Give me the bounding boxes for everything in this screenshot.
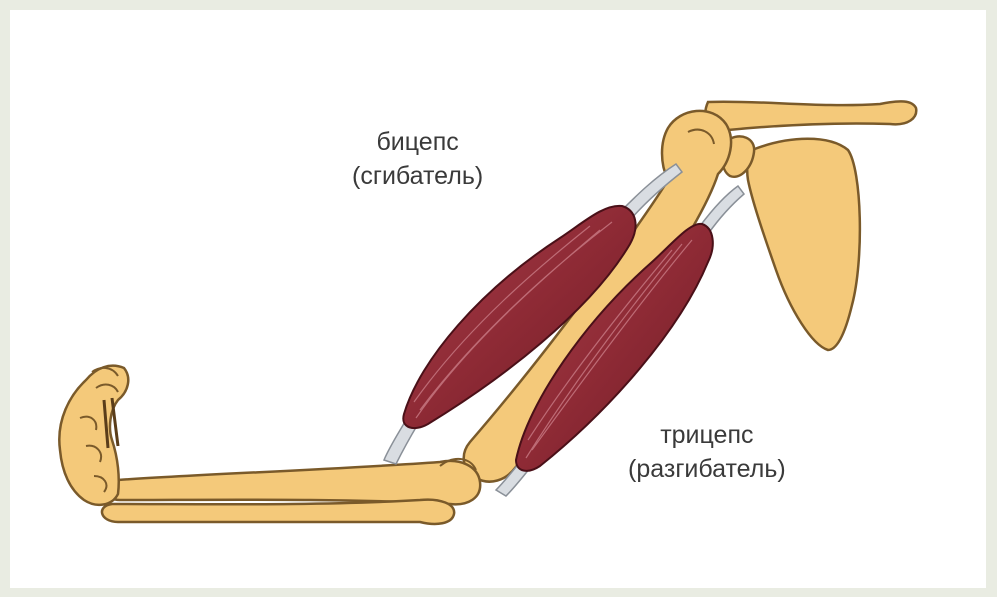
ulna [106,461,480,504]
radius [102,500,454,524]
triceps-label: трицепс (разгибатель) [628,418,786,486]
biceps-role: (сгибатель) [352,159,483,193]
triceps-name: трицепс [628,418,786,452]
triceps-role: (разгибатель) [628,452,786,486]
scapula [747,139,860,350]
clavicle [705,101,916,130]
biceps-label: бицепс (сгибатель) [352,125,483,193]
biceps-name: бицепс [352,125,483,159]
